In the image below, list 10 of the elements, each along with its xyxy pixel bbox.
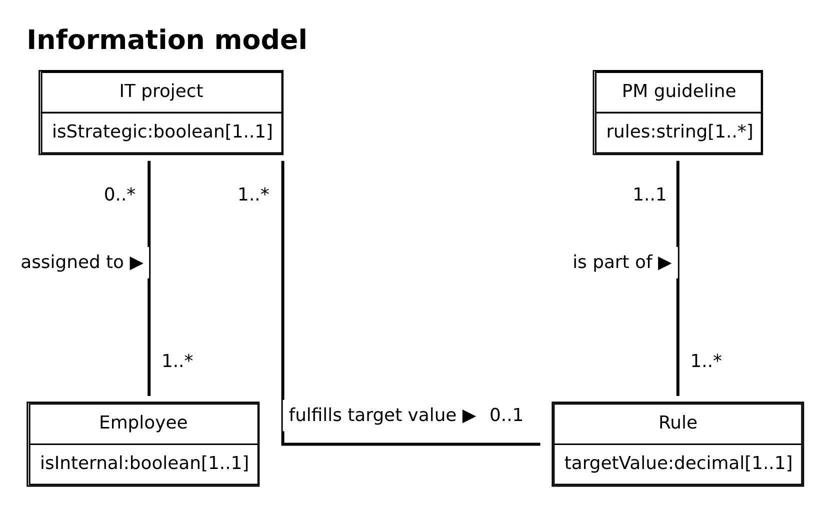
edge-label: assigned to ▶	[20, 252, 144, 274]
label: 1..*	[690, 350, 722, 372]
edge-label: is part of ▶	[572, 252, 672, 274]
label: 1..1	[632, 184, 667, 206]
label: 0..*	[104, 184, 136, 206]
label: 1..*	[238, 184, 270, 206]
edge-label: fulfills target value ▶	[288, 404, 476, 426]
label: 1..*	[161, 350, 194, 372]
diagram-title: Information model	[26, 24, 308, 56]
label: 0..1	[490, 404, 524, 426]
